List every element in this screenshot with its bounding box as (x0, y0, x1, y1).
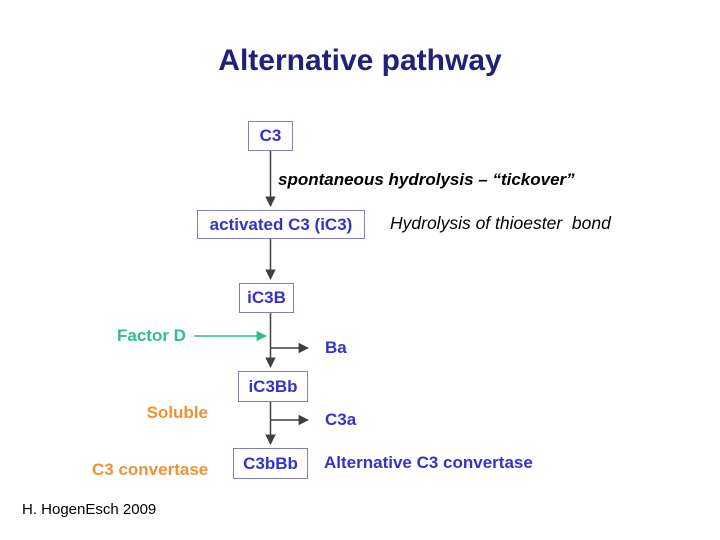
label-spontaneous-hydrolysis: spontaneous hydrolysis – “tickover” (278, 170, 575, 189)
label-ba: Ba (325, 338, 347, 357)
label-c3a: C3a (325, 410, 357, 429)
label-soluble-c3-convertase: Soluble C3 convertase (92, 365, 208, 517)
page-title: Alternative pathway (218, 44, 502, 77)
node-activated-c3: activated C3 (iC3) (197, 210, 365, 239)
label-alternative-c3-convertase: Alternative C3 convertase (324, 453, 533, 472)
label-soluble-line2: C3 convertase (92, 460, 209, 479)
node-ic3bb: iC3Bb (238, 371, 308, 402)
node-ic3b: iC3B (239, 283, 294, 313)
label-hydrolysis-thioester: Hydrolysis of thioester bond (390, 213, 611, 233)
label-soluble-line1: Soluble (146, 403, 208, 422)
label-factor-d: Factor D (117, 326, 186, 345)
footer-credit: H. HogenEsch 2009 (22, 501, 157, 518)
node-c3: C3 (248, 121, 293, 151)
node-c3bbb: C3bBb (233, 448, 308, 479)
